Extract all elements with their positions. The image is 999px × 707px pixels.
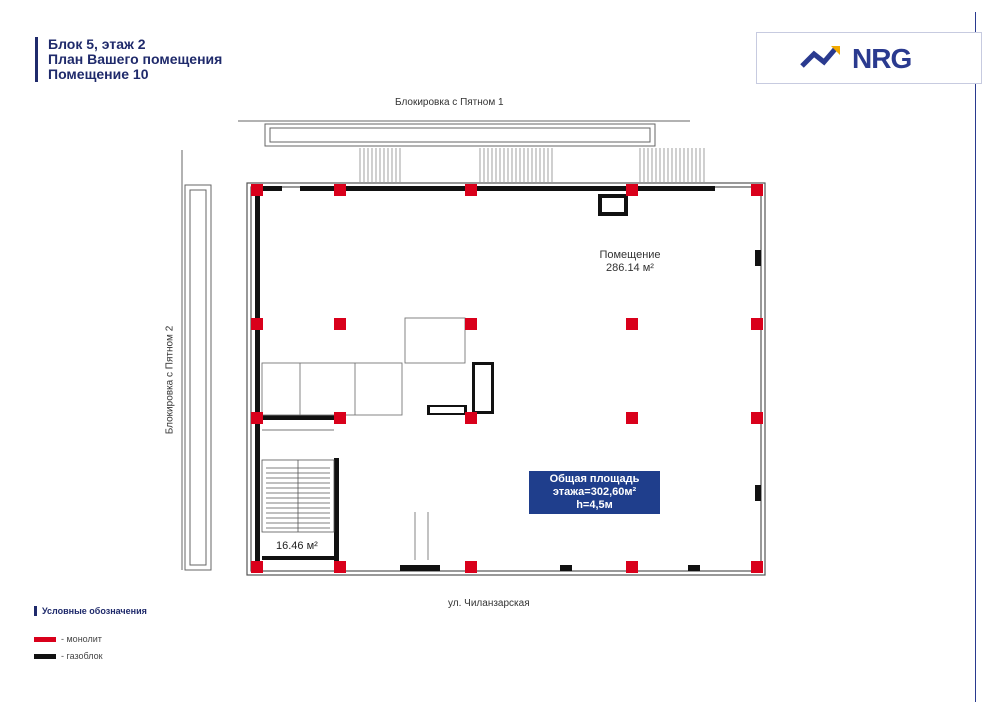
- monolith-swatch: [34, 637, 56, 643]
- legend-monolith-label: - монолит: [61, 634, 102, 644]
- nrg-mountain-logo-icon: [800, 46, 840, 68]
- adjacent-block-left: [181, 150, 212, 571]
- legend-gasblock-label: - газоблок: [61, 651, 103, 661]
- title-line-room: Помещение 10: [48, 66, 149, 82]
- gasblock-walls: [255, 186, 761, 571]
- title-line-block: Блок 5, этаж 2: [48, 36, 146, 52]
- adjacent-block-top: [238, 120, 690, 147]
- title-line-plan: План Вашего помещения: [48, 51, 223, 67]
- monolith-columns: [251, 184, 763, 573]
- total-area-line-2: этажа=302,60м²: [552, 486, 637, 498]
- left-neighbor-label: Блокировка с Пятном 2: [164, 325, 176, 435]
- logo-text: NRG: [852, 43, 912, 74]
- room-name: Помещение: [599, 249, 661, 261]
- total-area-line-1: Общая площадь: [549, 473, 640, 485]
- bathroom-partitions: [261, 317, 466, 560]
- title-block: Блок 5, этаж 2 План Вашего помещения Пом…: [35, 37, 222, 82]
- legend: Условные обозначения - монолит - газобло…: [34, 606, 147, 661]
- top-neighbor-label: Блокировка с Пятном 1: [395, 97, 504, 108]
- ceiling-height-line: h=4,5м: [576, 499, 613, 511]
- room-label: Помещение 286.14 м²: [575, 249, 685, 275]
- logo-box: [756, 32, 982, 84]
- small-room-area: 16.46 м²: [276, 540, 318, 552]
- room-area: 286.14 м²: [606, 262, 654, 274]
- staircase: [261, 459, 335, 533]
- page-edge-line: [975, 12, 976, 702]
- legend-title: Условные обозначения: [34, 606, 147, 616]
- legend-item-gasblock: - газоблок: [34, 651, 103, 661]
- legend-item-monolith: - монолит: [34, 634, 102, 644]
- outer-walls: [246, 182, 766, 576]
- street-label: ул. Чиланзарская: [448, 598, 530, 609]
- top-stairs: [359, 148, 705, 182]
- gasblock-swatch: [34, 654, 56, 660]
- total-area-box: Общая площадь этажа=302,60м² h=4,5м: [529, 471, 660, 514]
